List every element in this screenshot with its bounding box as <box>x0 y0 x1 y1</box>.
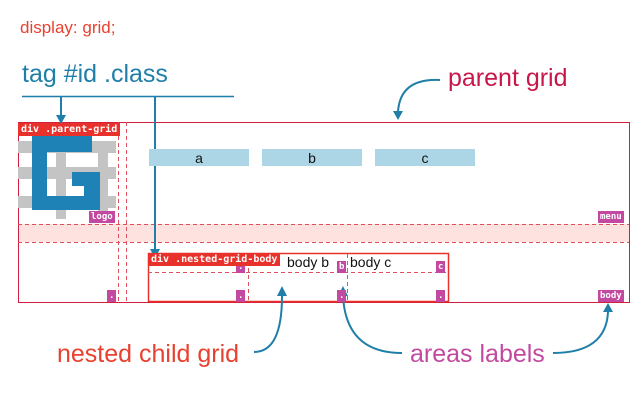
menu-cell-b-label: b <box>308 149 316 166</box>
nested-grid-callout: nested child grid <box>57 340 240 368</box>
area-label-menu: menu <box>598 211 624 223</box>
nested-area-label-b: b <box>337 261 347 273</box>
nested-area-label-dot-3: . <box>436 290 446 302</box>
nested-area-label-c: c <box>436 261 446 273</box>
menu-cell-c: c <box>375 149 475 166</box>
menu-cell-c-label: c <box>421 149 429 166</box>
parent-grid-callout: parent grid <box>448 64 568 92</box>
menu-cell-a-label: a <box>195 149 203 166</box>
parent-grid-border <box>18 122 630 303</box>
logo-g-icon <box>18 136 116 219</box>
nested-grid-tag: div .nested-grid-body <box>148 253 281 266</box>
area-label-logo: logo <box>89 211 115 223</box>
menu-row-highlight <box>18 224 629 242</box>
nested-grid-border <box>147 252 450 303</box>
nested-area-label-a: . <box>236 261 246 273</box>
selector-label: tag #id .class <box>22 60 168 88</box>
arrowheads <box>56 111 613 312</box>
nested-cell-c: body c <box>350 254 392 270</box>
nested-area-label-dot-2: . <box>337 290 347 302</box>
nested-cell-b: body b <box>287 254 330 270</box>
page-heading: display: grid; <box>20 18 116 37</box>
nested-area-label-dot-1: . <box>236 290 246 302</box>
parent-grid-lines <box>18 122 629 302</box>
area-label-body: body <box>598 290 624 302</box>
area-label-dot-left: . <box>107 290 117 302</box>
parent-grid-tag: div .parent-grid <box>18 123 121 136</box>
callout-arrow-icon <box>60 78 609 354</box>
menu-cell-b: b <box>262 149 362 166</box>
menu-cell-a: a <box>149 149 249 166</box>
areas-labels-callout: areas labels <box>410 340 545 368</box>
